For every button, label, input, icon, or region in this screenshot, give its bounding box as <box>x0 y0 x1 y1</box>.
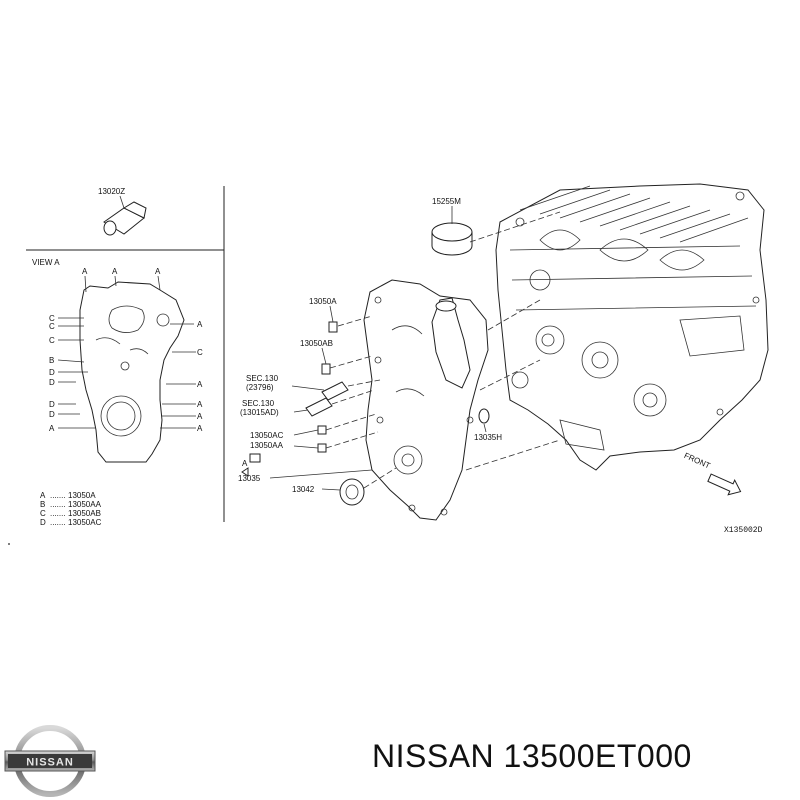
legend-key-a: A <box>40 491 46 500</box>
legend-key-b: B <box>40 500 45 509</box>
callout-cover: 13035 <box>238 474 261 483</box>
bolt-legend: A ....... 13050A B ....... 13050AA C ...… <box>40 491 102 527</box>
callout-sec2-line2: (13015AD) <box>240 408 279 417</box>
marker-right-3: A <box>197 380 203 389</box>
callout-bolt-a: 13050A <box>309 297 337 306</box>
callout-seal: 13042 <box>292 485 315 494</box>
marker-top-1: A <box>82 267 88 276</box>
front-label: FRONT <box>683 451 712 470</box>
legend-dots-b: ....... <box>50 500 66 509</box>
legend-key-c: C <box>40 509 46 518</box>
callout-sec1-line1: SEC.130 <box>246 374 279 383</box>
callout-oring: 13035H <box>474 433 502 442</box>
oil-filler-cap <box>431 222 473 256</box>
logo-text: NISSAN <box>26 757 74 769</box>
nissan-logo: NISSAN <box>4 725 96 797</box>
marker-right-4: A <box>197 400 203 409</box>
caption-part-number: 13500ET000 <box>503 738 692 774</box>
marker-left-7: D <box>49 400 55 409</box>
marker-left-4: B <box>49 356 54 365</box>
callout-arrow-a: A <box>242 459 248 468</box>
legend-part-c: 13050AB <box>68 509 101 518</box>
marker-right-2: C <box>197 348 203 357</box>
view-a-leader-lines <box>57 275 196 429</box>
inset-sealant-tube: 13020Z <box>98 187 147 236</box>
callout-bolt-ac: 13050AC <box>250 431 284 440</box>
legend-key-d: D <box>40 518 46 527</box>
marker-left-5: D <box>49 368 55 377</box>
marker-left-2: C <box>49 322 55 331</box>
front-cover-drawing <box>363 279 489 521</box>
marker-top-2: A <box>112 267 118 276</box>
callout-sec1-line2: (23796) <box>246 383 274 392</box>
front-arrow-icon <box>707 473 742 496</box>
marker-left-9: A <box>49 424 55 433</box>
legend-part-b: 13050AA <box>68 500 102 509</box>
marker-left-1: C <box>49 314 55 323</box>
marker-right-5: A <box>197 412 203 421</box>
marker-right-1: A <box>197 320 203 329</box>
o-ring <box>478 408 490 424</box>
inset-part-label: 13020Z <box>98 187 125 196</box>
front-direction-indicator: FRONT <box>683 451 742 496</box>
marker-left-6: D <box>49 378 55 387</box>
legend-dots-d: ....... <box>50 518 66 527</box>
callout-bolt-ab: 13050AB <box>300 339 333 348</box>
legend-part-a: 13050A <box>68 491 96 500</box>
marker-left-8: D <box>49 410 55 419</box>
legend-dots-c: ....... <box>50 509 66 518</box>
caption-brand: NISSAN <box>372 738 495 774</box>
engine-block-drawing <box>495 183 769 471</box>
legend-part-d: 13050AC <box>68 518 102 527</box>
marker-left-3: C <box>49 336 55 345</box>
drawing-code: X135002D <box>724 526 763 535</box>
assembly-lines <box>325 211 561 489</box>
view-a-markers: A A A C C C B D D D D A A C A A A A <box>49 267 203 433</box>
marker-top-3: A <box>155 267 161 276</box>
callout-sec2-line1: SEC.130 <box>242 399 275 408</box>
callout-bolt-aa: 13050AA <box>250 441 284 450</box>
marker-right-6: A <box>197 424 203 433</box>
view-a-label: VIEW A <box>32 258 60 267</box>
arrow-a-icon <box>241 467 249 477</box>
part-caption: NISSAN 13500ET000 <box>372 738 692 775</box>
crankshaft-oil-seal <box>339 478 365 506</box>
scan-dot <box>8 543 10 545</box>
callout-cap: 15255M <box>432 197 461 206</box>
view-a-cover-outline <box>79 281 185 463</box>
legend-dots-a: ....... <box>50 491 66 500</box>
